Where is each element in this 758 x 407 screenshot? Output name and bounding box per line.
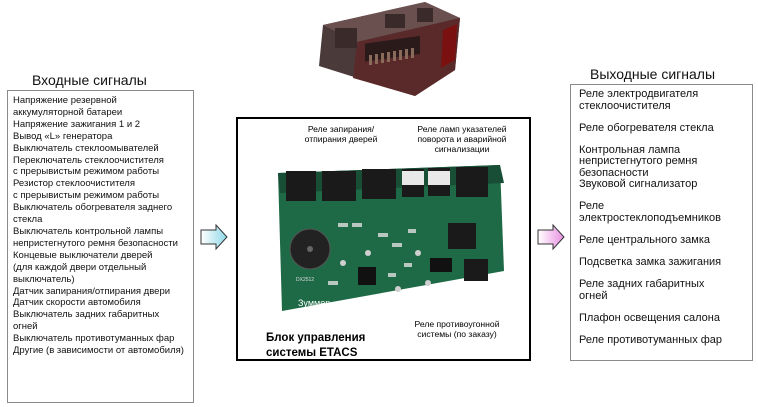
input-item: с прерывистым режимом работы [13,166,160,178]
input-item: с прерывистым режимом работы [13,190,160,202]
input-item: непристегнутого ремня безопасности [13,237,178,249]
input-item: Переключатель стеклоочистителя [13,154,164,166]
output-item: Реле обогревателя стекла [579,121,714,134]
etacs-unit-panel: Реле запирания/ отпирания дверей Реле ла… [236,117,531,361]
output-item: Реле задних габаритных огней [579,278,705,302]
alarm-relay-label: Реле противоугонной системы (по заказу) [414,319,500,339]
input-item: (для каждой двери отдельный [13,261,147,273]
output-item: Реле противотуманных фар [579,333,723,346]
input-item: Напряжение зажигания 1 и 2 [13,118,141,130]
output-item: Реле электродвигателя стеклоочистителя [579,88,699,112]
input-item: Вывод «L» генератора [13,130,113,142]
output-item: Плафон освещения салона [579,311,720,324]
input-item: Резистор стеклоочистителя [13,178,135,190]
buzzer-label: Зуммер [298,298,331,308]
output-item: Подсветка замка зажигания [579,255,722,268]
input-item: Датчик скорости автомобиля [13,297,141,309]
input-signals-list: Напряжение резервной аккумуляторной бата… [7,90,194,403]
output-signals-list: Реле электродвигателя стеклоочистителя Р… [570,84,753,361]
input-item: Концевые выключатели дверей [13,249,153,261]
output-item: Реле центрального замка [579,233,711,246]
input-item: выключатель) [13,273,75,285]
input-item: Выключатель стеклоомывателей [13,142,159,154]
door-lock-relay-label: Реле запирания/ отпирания дверей [304,124,378,144]
connector-image [319,2,460,96]
input-item: Выключатель задних габаритных [13,309,160,321]
input-item: Выключатель контрольной лампы [13,225,164,237]
circuit-board-image: DX2512 [278,165,504,311]
input-item: Другие (в зависимости от автомобиля) [13,345,184,357]
output-arrow-icon [537,224,565,250]
input-item: аккумуляторной батареи [13,106,123,118]
etacs-unit-title: Блок управления системы ETACS [266,332,366,359]
input-signals-title: Входные сигналы [32,72,147,88]
input-item: огней [13,321,38,333]
output-item: Контрольная лампа непристегнутого ремня … [579,143,698,191]
output-signals-title: Выходные сигналы [590,66,716,82]
chip-label: DX2512 [296,277,314,283]
input-item: Напряжение резервной [13,95,117,106]
input-item: Выключатель обогревателя заднего [13,202,173,214]
output-item: Реле электростеклоподъемников [579,200,721,224]
input-item: Выключатель противотуманных фар [13,333,175,345]
turn-signal-relay-label: Реле ламп указателей поворота и аварийно… [417,124,507,154]
input-item: стекла [13,214,43,226]
input-arrow-icon [200,224,228,250]
input-item: Датчик запирания/отпирания двери [13,285,171,297]
